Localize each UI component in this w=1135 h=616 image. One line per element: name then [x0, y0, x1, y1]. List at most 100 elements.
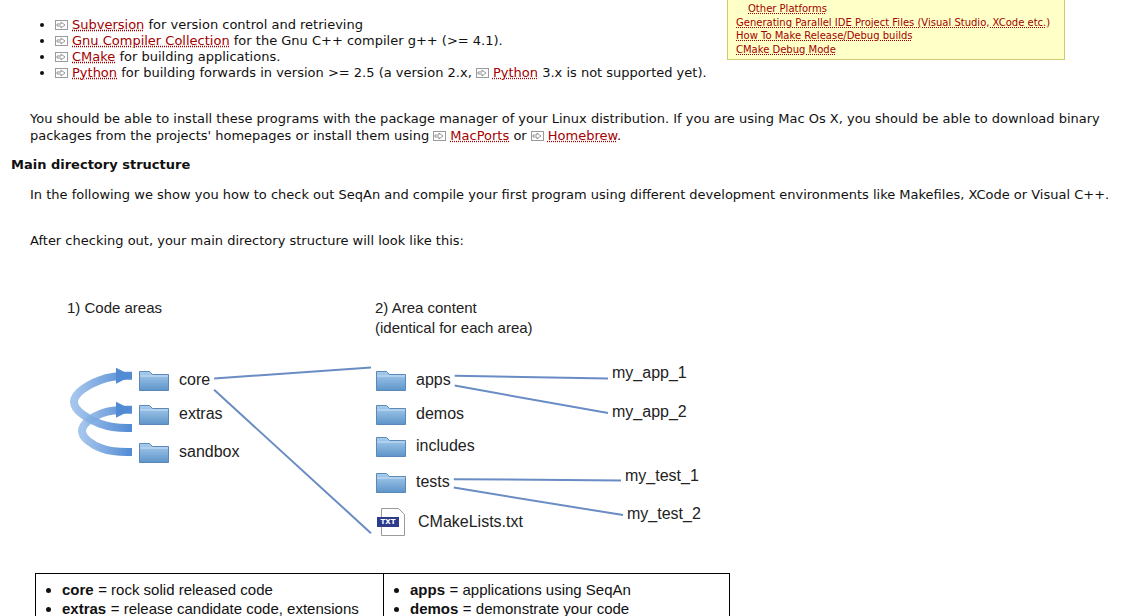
item-label: apps	[416, 371, 451, 389]
definition-item: core= rock solid released code	[62, 580, 383, 599]
body-text: for building applications.	[119, 49, 280, 64]
folder-item: tests	[371, 468, 454, 496]
external-link-icon	[476, 68, 489, 78]
definition-item: apps = applications using SeqAn	[410, 580, 729, 599]
item-label: includes	[416, 437, 475, 455]
folder-item: includes	[371, 432, 479, 460]
app-item: my_app_2	[608, 401, 691, 423]
external-link-icon	[433, 131, 446, 141]
body-text: .	[617, 128, 621, 143]
definition: = release candidate code, extensions	[111, 600, 359, 616]
nav-link: How To Make Release/Debug builds	[736, 30, 913, 41]
body-text: 3.x is not supported yet).	[542, 65, 706, 80]
external-link-icon	[55, 36, 68, 46]
column-heading: 1) Code areas	[67, 299, 162, 316]
test-item: my_test_2	[623, 503, 705, 525]
item-label: CMakeLists.txt	[418, 513, 523, 531]
table-cell: apps = applications using SeqAn demos = dem…	[383, 573, 730, 616]
body-paragraph: After checking out, your main directory …	[30, 232, 1030, 249]
folder-icon	[375, 470, 407, 494]
item-label: my_test_2	[627, 505, 701, 523]
nav-item: How To Make Release/Debug builds	[736, 29, 1050, 43]
term: extras	[62, 600, 106, 616]
list-item: CMake for building applications.	[55, 49, 715, 65]
table-cell: core= rock solid released codeextras= re…	[35, 573, 384, 616]
term: demos	[410, 600, 458, 616]
definition-item: demos = demonstrate your code	[410, 599, 729, 616]
tree-line	[455, 386, 608, 414]
link-text: Subversion	[72, 17, 144, 32]
section-heading: Main directory structure	[11, 156, 611, 173]
nav-item: Other Platforms	[736, 2, 1050, 16]
item-label: my_test_1	[625, 467, 699, 485]
file-type-tag: TXT	[378, 518, 398, 527]
folder-item: extras	[134, 400, 227, 428]
tree-line	[455, 376, 608, 379]
file-icon: TXT	[375, 508, 409, 536]
item-label: sandbox	[179, 443, 240, 461]
definition: = demonstrate your code	[463, 600, 629, 616]
folder-icon	[138, 368, 170, 392]
column-heading: 2) Area content	[375, 299, 477, 316]
link-text: CMake	[72, 49, 115, 64]
folder-icon	[375, 368, 407, 392]
definition: = rock solid released code	[98, 581, 273, 598]
file-item: TXT CMakeLists.txt	[371, 506, 527, 538]
link-text: MacPorts	[450, 128, 509, 143]
column-heading: (identical for each area)	[375, 319, 533, 336]
external-link-icon	[531, 131, 544, 141]
body-text: or	[513, 128, 526, 143]
external-link-icon	[55, 68, 68, 78]
term: core	[62, 581, 94, 598]
nav-link: Generating Parallel IDE Project Files (V…	[736, 17, 1050, 28]
folder-item: core	[134, 366, 214, 394]
item-label: my_app_1	[612, 364, 687, 382]
external-link-icon	[55, 52, 68, 62]
item-label: my_app_2	[612, 403, 687, 421]
external-link-icon	[55, 20, 68, 30]
navigation-box: Other PlatformsGenerating Parallel IDE P…	[727, 0, 1065, 60]
item-label: core	[179, 371, 210, 389]
definition: = applications using SeqAn	[450, 581, 631, 598]
requirements-list: Subversion for version control and retrie…	[28, 17, 715, 81]
nav-link: Other Platforms	[748, 3, 827, 14]
promotion-arrow	[74, 376, 132, 428]
item-label: demos	[416, 405, 464, 423]
body-text: for the Gnu C++ compiler g++ (>= 4.1).	[234, 33, 503, 48]
nav-link: CMake Debug Mode	[736, 44, 836, 55]
folder-icon	[138, 440, 170, 464]
list-item: Gnu Compiler Collection for the Gnu C++ c…	[55, 33, 715, 49]
folder-item: apps	[371, 366, 455, 394]
term: apps	[410, 581, 445, 598]
definition-list: core= rock solid released codeextras= re…	[36, 580, 383, 616]
link-text: Python	[72, 65, 117, 80]
list-item: Subversion for version control and retrie…	[55, 17, 715, 33]
test-item: my_test_1	[621, 465, 703, 487]
item-label: extras	[179, 405, 223, 423]
body-text: After checking out, your main directory …	[30, 233, 464, 248]
folder-item: sandbox	[134, 438, 244, 466]
body-text: for building forwards in version >= 2.5 …	[121, 65, 472, 80]
tree-line	[454, 479, 621, 480]
nav-item: CMake Debug Mode	[736, 43, 1050, 57]
definition-item: extras = release candidate code, extensio…	[62, 599, 383, 616]
tree-line	[454, 488, 623, 515]
body-text: Main directory structure	[11, 157, 190, 172]
link-text: Python	[493, 65, 538, 80]
body-paragraph: You should be able to install these prog…	[30, 110, 1102, 144]
item-label: tests	[416, 473, 450, 491]
body-paragraph: In the following we show you how to chec…	[30, 186, 1115, 203]
list-item: Python for building forwards in version >…	[55, 65, 715, 81]
nav-item: Generating Parallel IDE Project Files (V…	[736, 16, 1050, 30]
app-item: my_app_1	[608, 362, 691, 384]
folder-icon	[375, 402, 407, 426]
link-text: Homebrew	[548, 128, 617, 143]
body-text: for version control and retrieving	[149, 17, 363, 32]
link-text: Gnu Compiler Collection	[72, 33, 230, 48]
definition-list: apps = applications using SeqAn demos = dem…	[384, 580, 729, 616]
tree-line	[214, 367, 371, 378]
body-text: In the following we show you how to chec…	[30, 187, 1109, 202]
folder-icon	[138, 402, 170, 426]
